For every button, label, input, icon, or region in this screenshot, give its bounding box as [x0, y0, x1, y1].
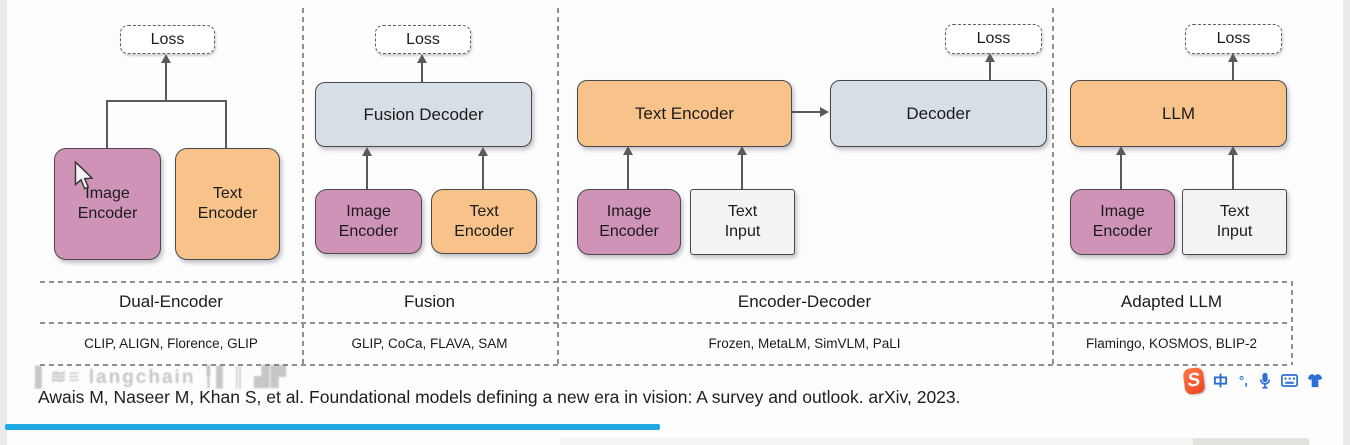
row-line-top [40, 281, 1291, 283]
box-label-line: Image [85, 185, 130, 202]
text-encoder-box-fusion: Text Encoder [431, 189, 537, 254]
arrow-line [741, 154, 743, 189]
sogou-logo-icon[interactable]: S [1182, 366, 1206, 395]
box-label-line: Text Encoder [634, 103, 735, 123]
arrowhead [362, 147, 372, 156]
ime-toolbar: S °, [1182, 366, 1348, 395]
loss-box-fusion: Loss [375, 25, 471, 54]
arch-label-encoder-decoder: Encoder-Decoder [737, 292, 872, 311]
loss-box-encdec: Loss [945, 24, 1042, 54]
row-line-middle [40, 322, 1291, 324]
keyboard-icon[interactable] [1281, 372, 1298, 390]
arrow-line [421, 62, 423, 82]
llm-box: LLM [1070, 80, 1287, 147]
arrowhead [1228, 53, 1238, 62]
left-edge-strip [0, 0, 7, 445]
image-encoder-box-encdec: Image Encoder [577, 189, 681, 255]
box-label-line: Encoder [599, 223, 659, 240]
microphone-icon[interactable] [1259, 372, 1272, 390]
arrowhead-right [820, 107, 829, 117]
row-line-bottom [40, 364, 1291, 366]
toolbox-grid-icon[interactable] [1332, 372, 1348, 390]
connector-line [225, 100, 227, 148]
box-label-line: Encoder [197, 205, 258, 222]
box-label-line: Fusion Decoder [363, 104, 484, 124]
arrow-line [989, 61, 991, 80]
box-label-line: Decoder [906, 103, 971, 123]
models-dual-encoder: CLIP, ALIGN, Florence, GLIP [84, 335, 258, 351]
decoder-box: Decoder [830, 80, 1047, 147]
progress-underline [5, 424, 660, 430]
text-encoder-box-encdec: Text Encoder [577, 80, 792, 147]
bottom-scrollbar-thumb[interactable] [1193, 438, 1309, 445]
box-label-line: Encoder [338, 222, 399, 240]
bottom-scrollbar[interactable] [560, 438, 1310, 445]
box-label-line: LLM [1161, 103, 1196, 123]
box-label-line: Encoder [454, 222, 514, 240]
arrowhead [417, 54, 427, 63]
loss-box-dual: Loss [120, 25, 215, 54]
box-label-line: Text [727, 203, 758, 220]
text-input-box-encdec: Text Input [690, 189, 795, 255]
arch-label-fusion: Fusion [403, 292, 456, 311]
arrowhead [478, 147, 488, 156]
arrow-line [482, 155, 484, 189]
divider-dual-fusion [302, 8, 304, 365]
divider-right-border [1291, 281, 1293, 365]
arrow-line [1232, 61, 1234, 80]
arch-label-adapted-llm: Adapted LLM [1120, 292, 1223, 311]
image-encoder-box-llm: Image Encoder [1070, 189, 1175, 255]
right-edge-strip [1343, 0, 1350, 445]
arrowhead [985, 53, 995, 62]
models-fusion: GLIP, CoCa, FLAVA, SAM [351, 335, 508, 351]
box-label-line: Text [1219, 203, 1250, 220]
box-label-line: Encoder [1092, 223, 1153, 240]
arrow-line [1120, 154, 1122, 189]
box-label-line: Input [724, 223, 761, 240]
arrow-line [366, 155, 368, 189]
box-label-line: Input [1216, 223, 1253, 240]
arrowhead [1228, 146, 1238, 155]
citation-text: Awais M, Naseer M, Khan S, et al. Founda… [38, 387, 961, 407]
arch-label-dual-encoder: Dual-Encoder [119, 292, 223, 311]
connector-line [106, 100, 108, 148]
models-adapted-llm: Flamingo, KOSMOS, BLIP-2 [1085, 335, 1258, 351]
image-encoder-box-fusion: Image Encoder [315, 189, 422, 254]
loss-box-llm: Loss [1185, 24, 1282, 54]
punctuation-toggle-icon[interactable]: °, [1239, 373, 1248, 388]
fusion-decoder-box: Fusion Decoder [315, 82, 532, 147]
text-encoder-box-dual: Text Encoder [175, 148, 280, 260]
arrow-line [791, 111, 820, 113]
skin-tshirt-icon[interactable] [1307, 372, 1323, 390]
mouse-cursor-icon [72, 160, 96, 198]
box-label-line: Image [346, 202, 391, 220]
connector-line [106, 100, 227, 102]
arrow-line [165, 62, 167, 101]
chinese-mode-icon[interactable] [1213, 372, 1228, 390]
box-label-line: Text [212, 185, 243, 202]
arrow-line [1232, 154, 1234, 189]
box-label-line: Encoder [77, 205, 138, 222]
divider-fusion-encdec [557, 8, 559, 365]
arrowhead [1116, 146, 1126, 155]
arrow-line [627, 154, 629, 189]
models-encoder-decoder: Frozen, MetaLM, SimVLM, PaLI [708, 335, 901, 351]
watermark: ▌≋≡ langchain ╿▌║ ▟▛ [35, 367, 288, 388]
arrowhead-dual-loss [161, 54, 171, 63]
arrowhead [737, 146, 747, 155]
text-input-box-llm: Text Input [1182, 189, 1287, 255]
arrowhead [623, 146, 633, 155]
divider-encdec-llm [1052, 8, 1054, 365]
box-label-line: Image [606, 203, 652, 220]
image-encoder-box-dual: Image Encoder [54, 148, 161, 260]
box-label-line: Text [469, 202, 499, 220]
box-label-line: Image [1100, 203, 1145, 220]
